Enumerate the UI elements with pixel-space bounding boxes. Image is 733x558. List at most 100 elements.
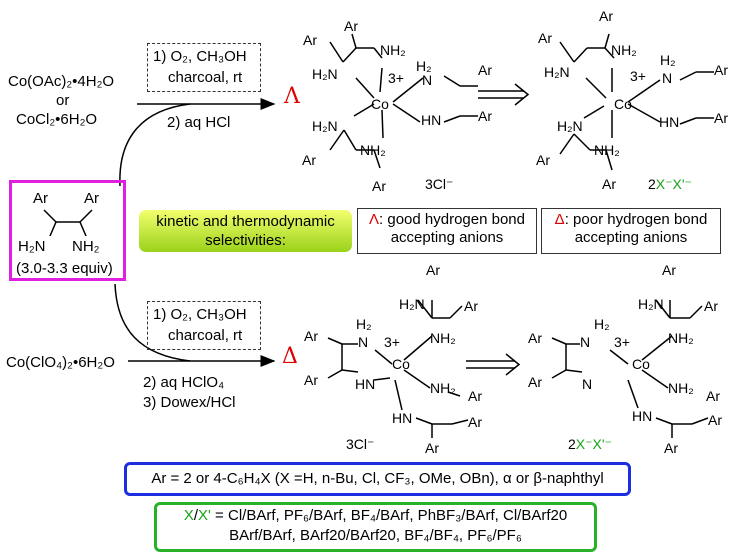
ligand-structure [43,209,93,237]
complex-ar-label: Ar [303,32,317,48]
complex-ar-label: Ar [425,440,439,456]
complex-ar-label: Ar [372,178,386,194]
bottom-complex-1-bonds [327,299,469,438]
complex-ar-label: Ar [304,328,318,344]
bottom-reagent: Co(ClO₄)₂•6H₂O [6,354,115,371]
top-step1-line1: 1) O₂, CH₃OH [153,48,247,65]
complex-ar-label: Ar [664,440,678,456]
bottom-step1-line2: charcoal, rt [168,327,243,344]
complex-nh2-label: NH₂ [668,380,694,396]
complex-ar-label: Ar [714,110,728,126]
complex-nh2-label: NH₂ [668,330,694,346]
bottom-counterion: 3Cl⁻ [346,436,375,452]
complex-h2n-label: H₂N [544,64,570,80]
ligand-box [9,180,126,281]
ligand-ar-1: Ar [33,190,48,207]
top-reagent-2: CoCl₂•6H₂O [16,111,98,128]
complex-ar-label: Ar [536,152,550,168]
lambda-conditions-box: Λ: good hydrogen bond accepting anions [357,208,537,254]
complex-ar-label: Ar [538,30,552,46]
top-complex-1-bonds [329,33,478,169]
complex-ar-label: Ar [478,108,492,124]
top-step2: 2) aq HCl [167,114,231,131]
complex-ar-label: Ar [464,298,478,314]
top-conditions-box [147,43,261,92]
top-reagent-1: Co(OAc)₂•4H₂O [8,73,115,90]
complex-nh2-label: NH₂ [430,330,456,346]
top-equilibrium-arrow [478,83,530,106]
bottom-complex-2-bonds [551,299,709,438]
complex-ar-label: Ar [706,388,720,404]
bottom-equilibrium-arrow [466,353,521,376]
top-ligand-curve [119,103,191,187]
complex-h2n-label: H₂N [399,296,425,312]
complex-charge-label: 3+ [388,70,404,86]
complex-h2-label: H₂ [660,52,676,68]
complex-h2-label: H₂ [594,316,610,332]
delta-conditions-box: Δ: poor hydrogen bond accepting anions [541,208,721,254]
complex-co-label: Co [392,356,410,372]
top-lambda-symbol: Λ [284,84,300,109]
complex-ar-label: Ar [602,176,616,192]
complex-nh2-label: NH₂ [594,142,620,158]
ligand-h2n: H₂N [18,238,46,255]
complex-ar-label: Ar [704,298,718,314]
complex-hn-label: HN [421,112,442,128]
ligand-ar-2: Ar [84,190,99,207]
bottom-step3: 3) Dowex/HCl [143,394,236,411]
top-or-text: or [56,92,70,109]
complex-h2n-label: H₂N [557,118,583,134]
bottom-step1-line1: 1) O₂, CH₃OH [153,306,247,323]
complex-ar-label: Ar [662,262,676,278]
lambda-description: : good hydrogen bond accepting anions [379,211,525,246]
bottom-step2: 2) aq HClO₄ [143,374,225,391]
complex-nh2-label: NH₂ [611,42,637,58]
complex-ar-label: Ar [426,262,440,278]
complex-ar-label: Ar [528,374,542,390]
lambda-symbol: Λ [369,211,380,228]
complex-ar-label: Ar [302,152,316,168]
delta-description: : poor hydrogen bond accepting anions [564,211,708,246]
complex-n-label: N [582,376,593,392]
top-step1-line2: charcoal, rt [168,69,243,86]
complex-h2-label: H₂ [416,58,432,74]
ligand-equiv: (3.0-3.3 equiv) [16,260,113,277]
complex-h2n-label: H₂N [312,118,338,134]
complex-charge-label: 3+ [614,334,630,350]
complex-co-label: Co [371,96,389,112]
complex-nh2-label: NH₂ [430,380,456,396]
complex-ar-label: Ar [599,8,613,24]
complex-ar-label: Ar [714,62,728,78]
complex-charge-label: 3+ [384,334,400,350]
complex-hn-label: HN [355,376,376,392]
ar-definition-box: Ar = 2 or 4-C₆H₄X (X =H, n-Bu, Cl, CF₃, … [124,462,631,496]
complex-ar-label: Ar [528,330,542,346]
top-counterion: 3Cl⁻ [425,176,454,192]
complex-hn-label: HN [659,114,680,130]
delta-symbol: Δ [554,211,565,228]
complex-co-label: Co [632,356,650,372]
complex-hn-label: HN [392,410,413,426]
complex-ar-label: Ar [708,412,722,428]
x-definition-line2: BArf/BArf, BArf20/BArf20, BF₄/BF₄, PF₆/P… [229,527,522,544]
top-product-counterion: 2X⁻X'⁻ [648,176,692,192]
complex-ar-label: Ar [468,388,482,404]
complex-ar-label: Ar [344,18,358,34]
complex-nh2-label: NH₂ [360,142,386,158]
bottom-product-counterion: 2X⁻X'⁻ [568,436,612,452]
bottom-conditions-box [147,301,261,350]
complex-nh2-label: NH₂ [380,42,406,58]
ligand-nh2: NH₂ [72,238,100,255]
complex-n-label: N [358,334,369,350]
complex-co-label: Co [614,96,632,112]
x-definition-box: X/X' = Cl/BArf, PF₆/BArf, BF₄/BArf, PhBF… [154,502,597,552]
x-definition-line1: X/X' = Cl/BArf, PF₆/BArf, BF₄/BArf, PhBF… [183,507,568,524]
selectivity-label: kinetic and thermodynamic selectivities: [139,210,352,252]
top-complex-2-bonds [559,33,714,171]
bottom-delta-symbol: Δ [282,344,298,369]
complex-n-label: N [662,70,673,86]
complex-charge-label: 3+ [630,68,646,84]
complex-ar-label: Ar [478,62,492,78]
complex-n-label: N [422,72,433,88]
